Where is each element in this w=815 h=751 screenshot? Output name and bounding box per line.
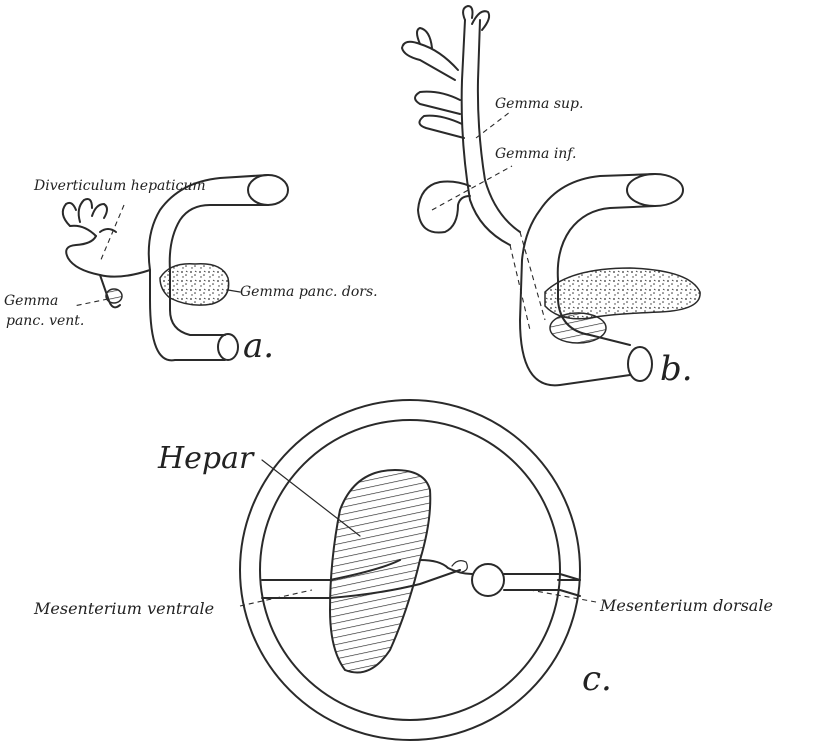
label-diverticulum-hepaticum: Diverticulum hepaticum bbox=[33, 178, 206, 194]
label-hepar: Hepar bbox=[157, 441, 255, 476]
figure-c-cross-section bbox=[240, 400, 580, 740]
figure-a-letter: a. bbox=[243, 326, 274, 366]
label-mesenterium-dorsale: Mesenterium dorsale bbox=[599, 596, 773, 615]
figure-c: Hepar Mesenterium ventrale Mesenterium d… bbox=[33, 400, 773, 740]
label-gemma-panc-dors: Gemma panc. dors. bbox=[240, 284, 378, 300]
label-gemma-inf: Gemma inf. bbox=[495, 146, 576, 162]
figure-c-letter: c. bbox=[582, 659, 612, 699]
figure-b-letter: b. bbox=[660, 349, 693, 389]
label-gemma: Gemma bbox=[4, 293, 58, 309]
label-mesenterium-ventrale: Mesenterium ventrale bbox=[33, 599, 214, 618]
label-panc-vent: panc. vent. bbox=[6, 313, 84, 329]
figure-a: Diverticulum hepaticum Gemma panc. vent.… bbox=[4, 175, 378, 366]
figure-b-intestine bbox=[402, 6, 700, 385]
label-gemma-sup: Gemma sup. bbox=[495, 96, 583, 112]
figure-b: Gemma sup. Gemma inf. b. bbox=[402, 6, 700, 389]
